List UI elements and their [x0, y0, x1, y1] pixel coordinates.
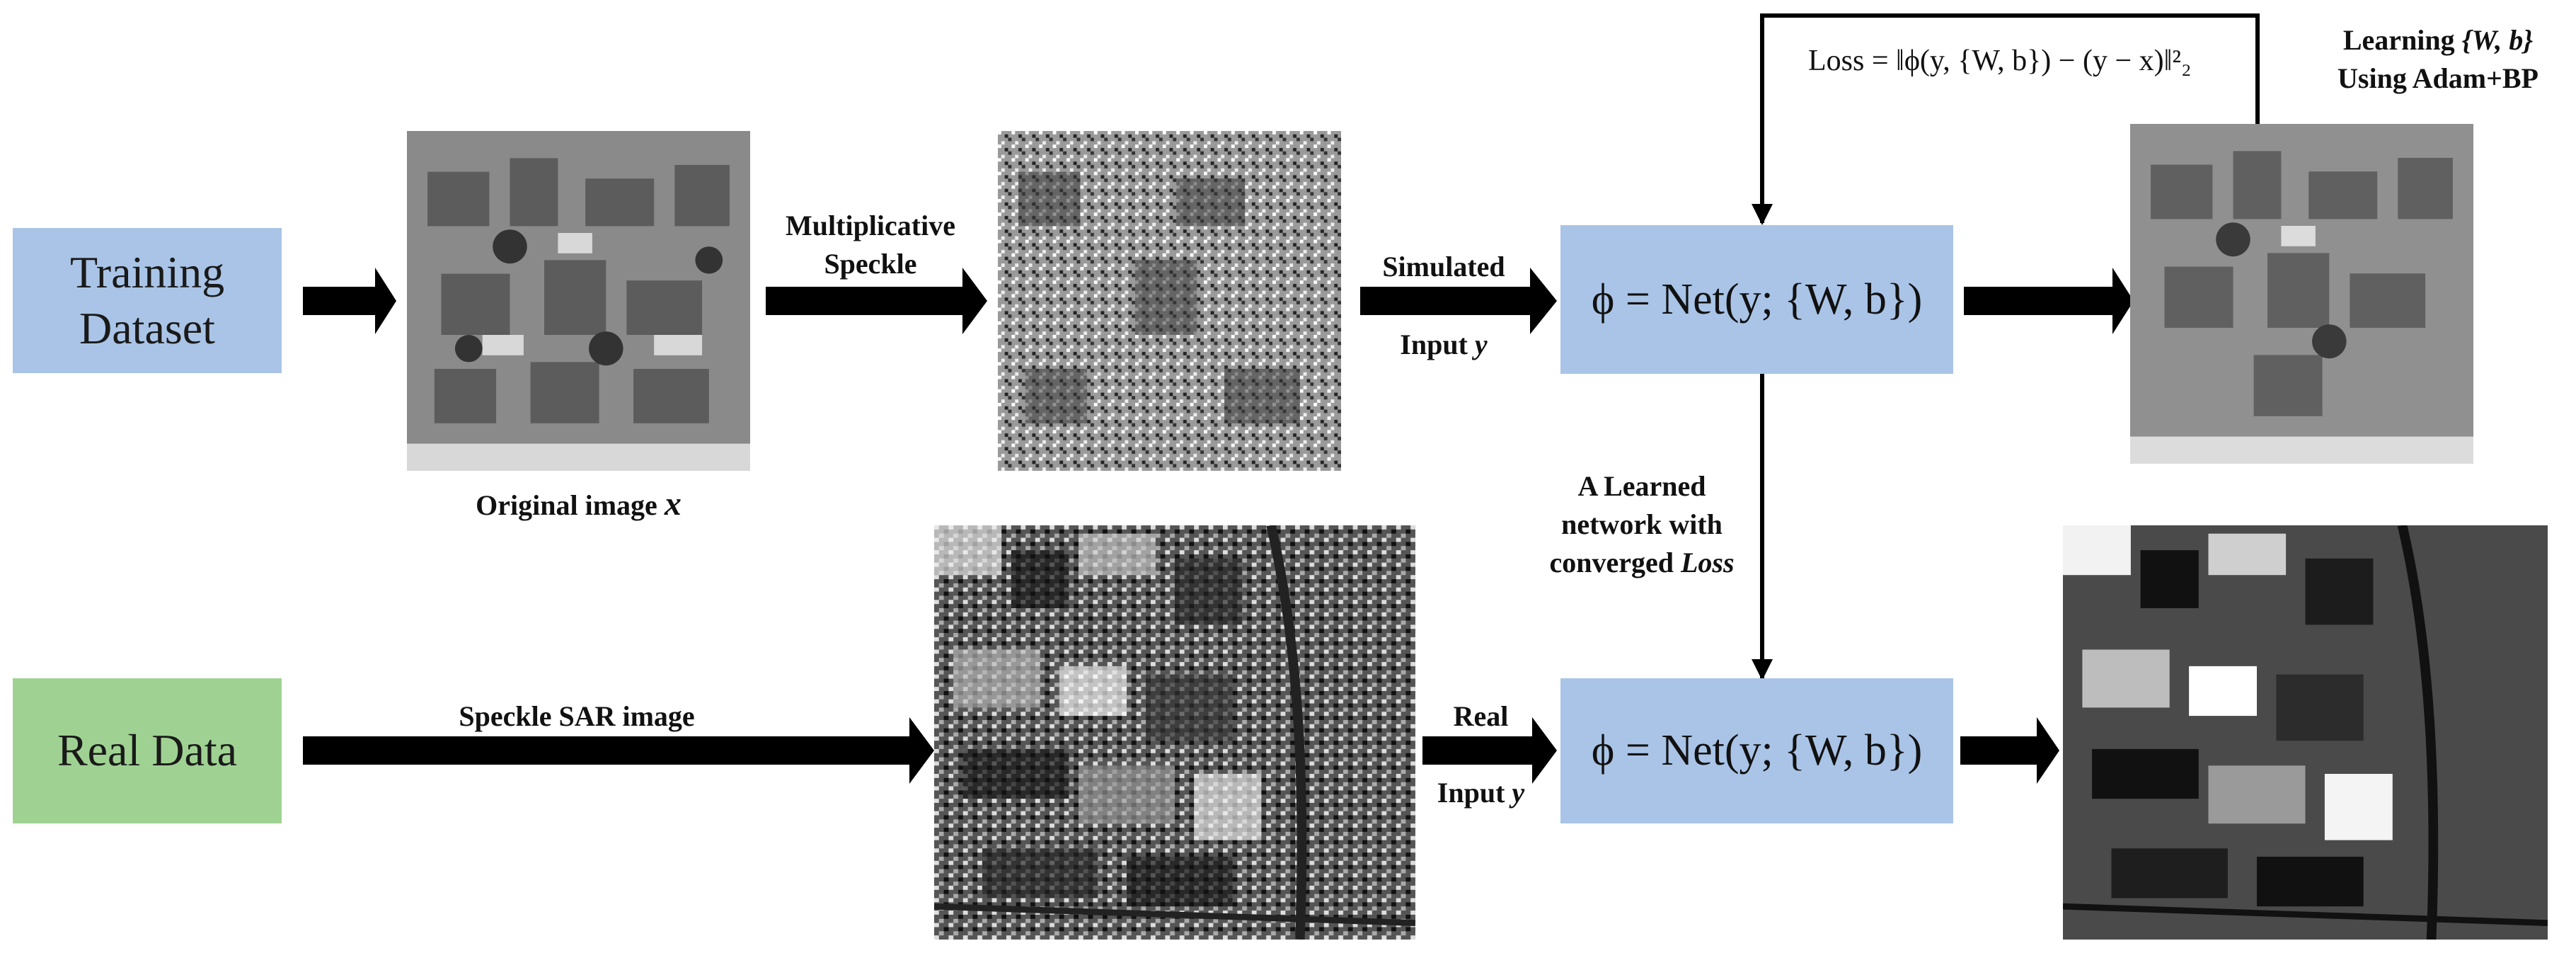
- label-input-y-top: Input y: [1400, 329, 1488, 360]
- arrow-speckled-to-net: [1360, 268, 1557, 334]
- arrow-sar-to-net: [1422, 717, 1557, 784]
- original-image: [407, 131, 750, 471]
- loss-feedback-loop: [1752, 13, 2260, 225]
- label-real: Real: [1453, 700, 1509, 732]
- sar-result-image: [2063, 525, 2548, 940]
- label-original-image: Original image x: [476, 485, 682, 523]
- arrow-training-to-original: [303, 268, 396, 334]
- network-formula-training: ϕ = Net(y; {W, b}): [1591, 275, 1923, 324]
- loss-formula: Loss = ‖ϕ(y, {W, b}) − (y − x)‖²₂: [1808, 45, 2192, 77]
- arrow-real-to-sar: [303, 717, 934, 784]
- network-formula-real: ϕ = Net(y; {W, b}): [1591, 726, 1923, 775]
- label-learned-network: A Learned network with converged Loss: [1549, 470, 1735, 578]
- label-speckle-sar: Speckle SAR image: [459, 700, 695, 732]
- label-multiplicative-speckle: Multiplicative Speckle: [786, 210, 955, 280]
- label-simulated: Simulated: [1382, 251, 1505, 283]
- network-box-real: ϕ = Net(y; {W, b}): [1560, 678, 1953, 823]
- despeckled-image: [2130, 124, 2473, 464]
- label-learning: Learning {W, b} Using Adam+BP: [2338, 24, 2538, 94]
- label-input-y-bottom: Input y: [1437, 777, 1525, 809]
- training-dataset-label: Training Dataset: [69, 247, 225, 353]
- speckled-image: [998, 131, 1341, 471]
- network-box-training: ϕ = Net(y; {W, b}): [1560, 225, 1953, 374]
- arrow-net-to-sar-result: [1960, 717, 2059, 784]
- arrow-net-to-despeckled: [1964, 268, 2134, 334]
- sar-image: [934, 525, 1415, 940]
- arrow-original-to-speckled: [766, 268, 987, 334]
- real-data-label: Real Data: [57, 725, 238, 776]
- real-data-box: Real Data: [13, 678, 282, 823]
- training-dataset-box: Training Dataset: [13, 228, 282, 373]
